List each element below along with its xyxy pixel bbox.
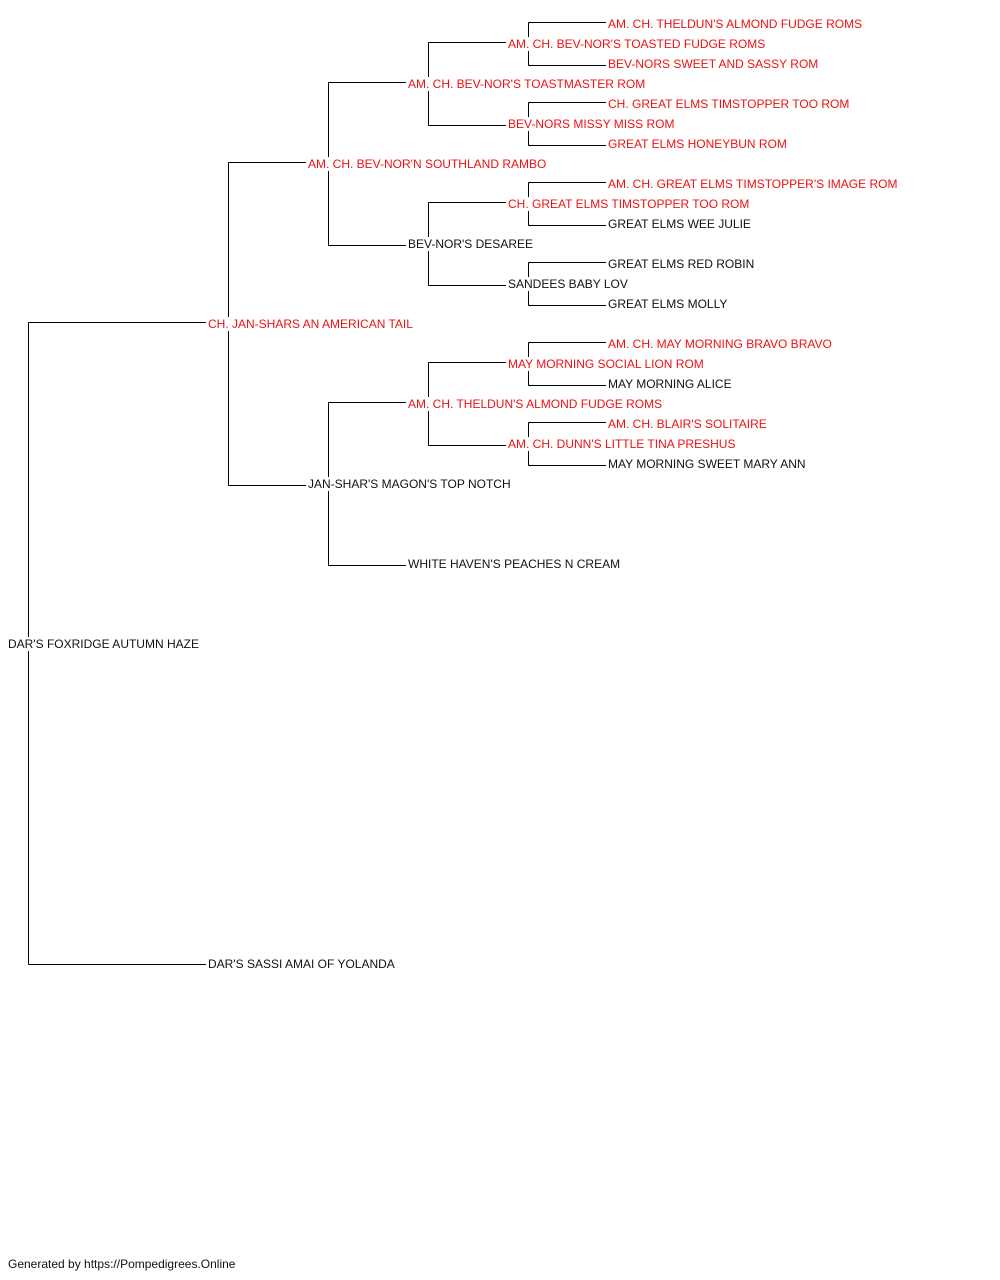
dog-sdsd: AM. CH. DUNN'S LITTLE TINA PRESHUS — [507, 437, 737, 451]
dog-sdsds: AM. CH. BLAIR'S SOLITAIRE — [607, 417, 768, 431]
dog-sdsss: AM. CH. MAY MORNING BRAVO BRAVO — [607, 337, 833, 351]
dog-sdss: MAY MORNING SOCIAL LION ROM — [507, 357, 705, 371]
dog-sire: CH. JAN-SHARS AN AMERICAN TAIL — [207, 317, 414, 331]
dog-ssds: CH. GREAT ELMS TIMSTOPPER TOO ROM — [507, 197, 751, 211]
dog-sdd: WHITE HAVEN'S PEACHES N CREAM — [407, 557, 622, 571]
dog-sss: AM. CH. BEV-NOR'S TOASTMASTER ROM — [407, 77, 647, 91]
dog-ssd: BEV-NOR'S DESAREE — [407, 237, 534, 251]
dog-ssdds: GREAT ELMS RED ROBIN — [607, 257, 756, 271]
dog-subject: DAR'S FOXRIDGE AUTUMN HAZE — [7, 637, 200, 651]
dog-ssdsd: GREAT ELMS WEE JULIE — [607, 217, 752, 231]
dog-sire-dam: JAN-SHAR'S MAGON'S TOP NOTCH — [307, 477, 512, 491]
dog-sssds: CH. GREAT ELMS TIMSTOPPER TOO ROM — [607, 97, 851, 111]
dog-ssssd: BEV-NORS SWEET AND SASSY ROM — [607, 57, 820, 71]
dog-ssdss: AM. CH. GREAT ELMS TIMSTOPPER'S IMAGE RO… — [607, 177, 899, 191]
dog-ssdd: SANDEES BABY LOV — [507, 277, 629, 291]
dog-sdssd: MAY MORNING ALICE — [607, 377, 733, 391]
dog-ssss: AM. CH. BEV-NOR'S TOASTED FUDGE ROMS — [507, 37, 767, 51]
dog-sssd: BEV-NORS MISSY MISS ROM — [507, 117, 676, 131]
dog-sssdd: GREAT ELMS HONEYBUN ROM — [607, 137, 788, 151]
dog-sire-sire: AM. CH. BEV-NOR'N SOUTHLAND RAMBO — [307, 157, 548, 171]
dog-sssss: AM. CH. THELDUN'S ALMOND FUDGE ROMS — [607, 17, 864, 31]
dog-sdsdd: MAY MORNING SWEET MARY ANN — [607, 457, 807, 471]
dog-sds: AM. CH. THELDUN'S ALMOND FUDGE ROMS — [407, 397, 664, 411]
generated-by-footer: Generated by https://Pompedigrees.Online — [8, 1257, 236, 1271]
dog-dam: DAR'S SASSI AMAI OF YOLANDA — [207, 957, 396, 971]
dog-ssddd: GREAT ELMS MOLLY — [607, 297, 729, 311]
